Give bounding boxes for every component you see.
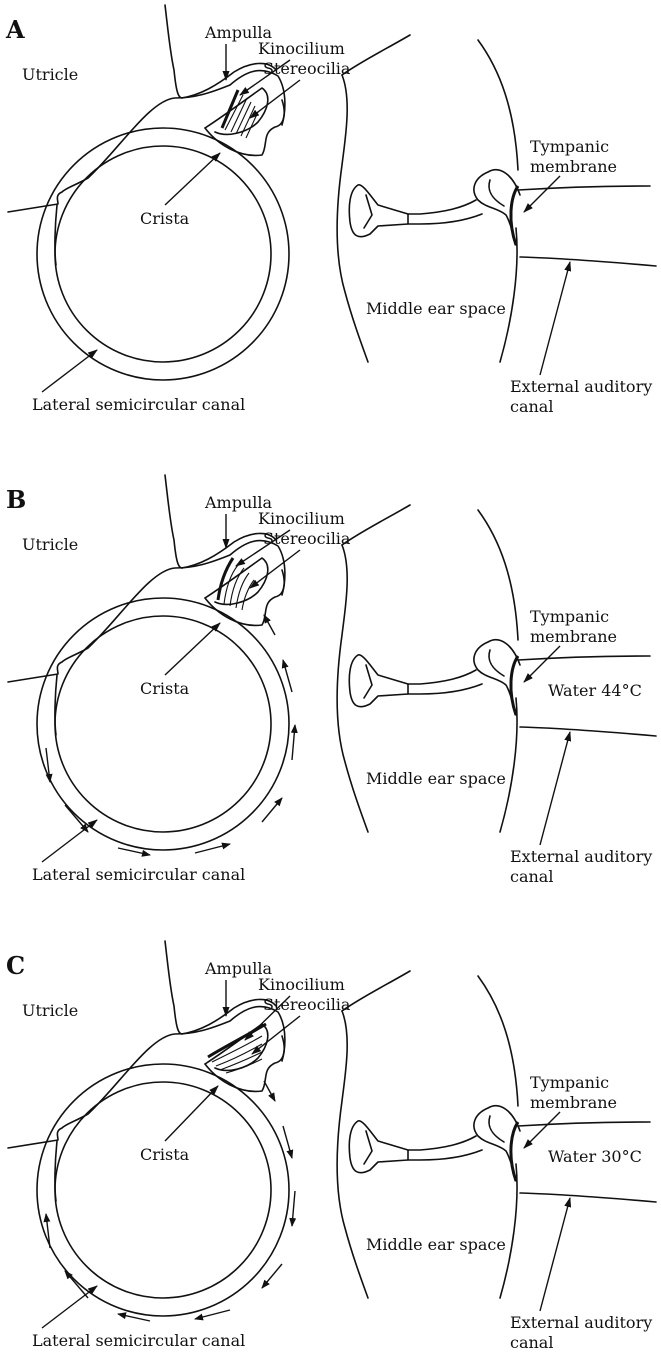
panel-letter: B [6, 485, 26, 514]
lateral-canal-label: Lateral semicircular canal [32, 865, 245, 884]
lateral-canal-label: Lateral semicircular canal [32, 395, 245, 414]
external-canal-label-line2: canal [510, 867, 553, 886]
kinocilium-label: Kinocilium [258, 509, 345, 528]
external-canal-label-line1: External auditory [510, 1313, 652, 1332]
external-canal-label-line1: External auditory [510, 377, 652, 396]
utricle-label: Utricle [22, 65, 78, 84]
kinocilium-label: Kinocilium [258, 39, 345, 58]
panel-a: A Utricle Ampulla Kinocilium Stereocilia… [5, 5, 656, 416]
tympanic-label-line1: Tympanic [530, 137, 609, 156]
middle-ear-label: Middle ear space [366, 299, 506, 318]
crista-label: Crista [140, 1145, 190, 1164]
hair-cells [208, 1024, 266, 1073]
external-canal-label-line1: External auditory [510, 847, 652, 866]
stereocilia-label: Stereocilia [263, 529, 351, 548]
water-temperature-label: Water 30°C [548, 1147, 642, 1166]
water-temperature-label: Water 44°C [548, 681, 642, 700]
crista-label: Crista [140, 679, 190, 698]
tympanic-label-line2: membrane [530, 157, 617, 176]
hair-cells [222, 90, 258, 138]
utricle-label: Utricle [22, 1001, 78, 1020]
tympanic-label-line1: Tympanic [530, 1073, 609, 1092]
external-canal-label-line2: canal [510, 397, 553, 416]
tympanic-label-line2: membrane [530, 627, 617, 646]
stereocilia-label: Stereocilia [263, 59, 351, 78]
panel-c: C Utricle Ampulla Kinocilium Stereocilia [6, 941, 656, 1352]
panel-letter: A [5, 15, 25, 44]
stereocilia-label: Stereocilia [263, 995, 351, 1014]
utricle-label: Utricle [22, 535, 78, 554]
lateral-canal-label: Lateral semicircular canal [32, 1331, 245, 1350]
tympanic-label-line2: membrane [530, 1093, 617, 1112]
middle-ear-label: Middle ear space [366, 769, 506, 788]
crista-label: Crista [140, 209, 190, 228]
kinocilium-label: Kinocilium [258, 975, 345, 994]
middle-ear-label: Middle ear space [366, 1235, 506, 1254]
panel-letter: C [6, 951, 25, 980]
tympanic-label-line1: Tympanic [530, 607, 609, 626]
panel-b: B Utricle Ampulla Kinocilium Stereocilia [6, 475, 656, 886]
external-canal-label-line2: canal [510, 1333, 553, 1352]
